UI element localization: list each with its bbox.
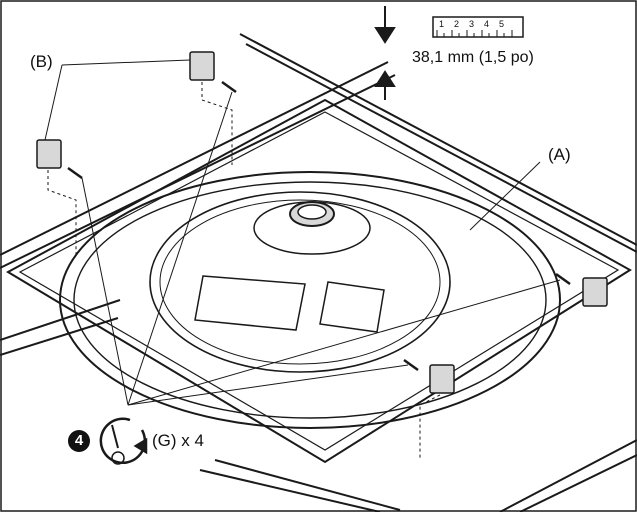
- tile-frame: [5, 98, 632, 464]
- screwdriver-rotate-icon: [99, 417, 148, 465]
- mounting-ring: [59, 171, 561, 429]
- clip-b-top: [189, 51, 215, 81]
- dimension-label: 38,1 mm (1,5 po): [412, 49, 534, 66]
- ruler-tick: 1: [438, 19, 444, 29]
- center-hub: [253, 201, 371, 255]
- clip-right: [582, 277, 608, 307]
- fastener-label: (G) x 4: [152, 431, 204, 450]
- ruler-tick: 3: [468, 19, 474, 29]
- cable-cutouts: [194, 275, 385, 333]
- ceiling-grid: [0, 33, 637, 512]
- label-part-b: (B): [30, 52, 53, 71]
- dashed-guides: [47, 82, 441, 458]
- ruler-tick: 4: [483, 19, 489, 29]
- ruler-tick: 2: [453, 19, 459, 29]
- ruler-scale: [432, 16, 524, 38]
- clip-bottom: [429, 364, 455, 394]
- leader-lines: [44, 59, 561, 406]
- label-part-a: (A): [548, 145, 571, 164]
- clip-b-left: [36, 139, 62, 169]
- dimension-arrows: [374, 6, 396, 100]
- support-clips: [36, 51, 608, 394]
- step-badge: 4: [68, 430, 90, 452]
- ruler-icon: [432, 16, 524, 38]
- ruler-tick: 5: [498, 19, 504, 29]
- screws: [67, 80, 571, 372]
